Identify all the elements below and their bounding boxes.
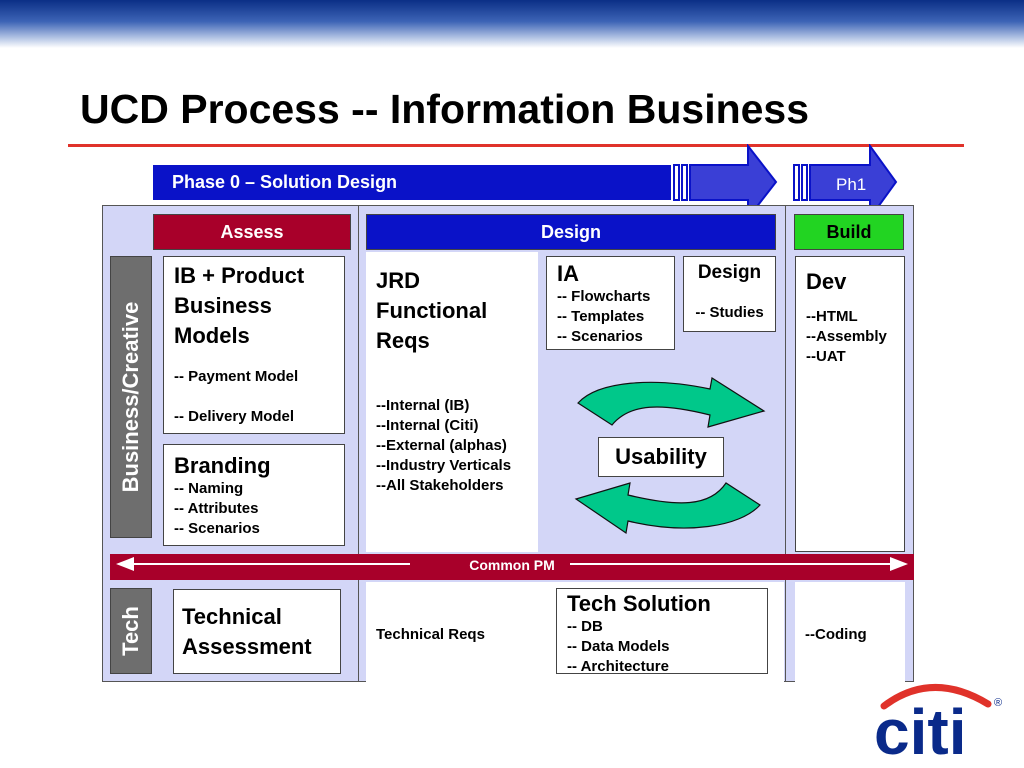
- jrd-item: --All Stakeholders: [376, 477, 504, 494]
- design-header: Design: [366, 214, 776, 250]
- tech-solution-item: -- Architecture: [567, 658, 669, 675]
- ia-box: IA -- Flowcharts -- Templates -- Scenari…: [546, 256, 675, 350]
- design-studies-item: -- Studies: [695, 304, 764, 321]
- branding-title: Branding: [174, 453, 271, 478]
- technical-reqs-label: Technical Reqs: [376, 626, 485, 643]
- tech-text: Tech: [118, 606, 143, 656]
- common-pm-left-arrowhead: [116, 557, 134, 571]
- ib-product-models-box: IB + Product Business Models -- Payment …: [163, 256, 345, 434]
- dev-item: --HTML: [806, 308, 858, 325]
- ib-item: -- Payment Model: [174, 368, 299, 385]
- design-studies-box: Design -- Studies: [683, 256, 776, 332]
- header-band: [0, 0, 1024, 48]
- common-pm-bar: [110, 554, 914, 580]
- business-creative-text: Business/Creative: [118, 301, 143, 493]
- coding-label: --Coding: [805, 626, 867, 643]
- tech-solution-box: Tech Solution -- DB -- Data Models -- Ar…: [556, 588, 768, 675]
- branding-item: -- Attributes: [174, 500, 259, 517]
- ib-title-line: Models: [174, 323, 250, 348]
- tech-build-bg: [795, 582, 905, 682]
- dev-item: --UAT: [806, 348, 846, 365]
- technical-assessment-line: Technical: [182, 604, 282, 629]
- usability-bottom-arrow: [574, 482, 761, 535]
- technical-assessment-line: Assessment: [182, 634, 312, 659]
- branding-box: Branding -- Naming -- Attributes -- Scen…: [163, 444, 345, 546]
- jrd-title-line: Reqs: [376, 328, 430, 353]
- tech-row-label: Tech: [110, 588, 152, 674]
- common-pm-label: Common PM: [469, 557, 555, 573]
- title-divider: [68, 144, 964, 147]
- phase-0-tail-segment: [673, 164, 680, 201]
- tech-solution-item: -- Data Models: [567, 638, 670, 655]
- ph1-label: Ph1: [836, 175, 867, 194]
- branding-item: -- Scenarios: [174, 520, 260, 537]
- jrd-title-line: JRD: [376, 268, 421, 293]
- ia-item: -- Scenarios: [557, 328, 643, 345]
- citi-logo: citi ®: [874, 684, 1002, 760]
- citi-logo-wordmark: citi: [874, 696, 966, 760]
- jrd-functional-reqs: JRD Functional Reqs --Internal (IB) --In…: [376, 266, 536, 496]
- phase-0-arrowhead: [689, 144, 778, 220]
- common-pm-right-arrowhead: [890, 557, 908, 571]
- design-studies-title: Design: [697, 262, 762, 283]
- ph1-arrow: [809, 144, 898, 220]
- ia-item: -- Templates: [557, 308, 645, 325]
- column-divider: [785, 205, 786, 682]
- dev-item: --Assembly: [806, 328, 887, 345]
- jrd-column-bg: [366, 252, 538, 552]
- usability-box: Usability: [598, 437, 724, 477]
- jrd-item: --Internal (IB): [376, 397, 470, 414]
- dev-box: Dev --HTML --Assembly --UAT: [795, 256, 905, 552]
- jrd-item: --Internal (Citi): [376, 417, 479, 434]
- jrd-item: --External (alphas): [376, 437, 507, 454]
- usability-top-arrow: [577, 377, 766, 428]
- assess-header: Assess: [153, 214, 351, 250]
- tech-solution-title: Tech Solution: [567, 591, 711, 616]
- technical-assessment-box: Technical Assessment: [173, 589, 341, 674]
- phase-0-bar: [153, 165, 671, 200]
- usability-cycle-arrows: [574, 377, 766, 535]
- jrd-item: --Industry Verticals: [376, 457, 512, 474]
- ph1-tail-segment: [801, 164, 808, 201]
- jrd-title-line: Functional: [376, 298, 488, 323]
- dev-title: Dev: [806, 269, 847, 294]
- common-pm-arrows: [116, 557, 908, 571]
- branding-item: -- Naming: [174, 480, 244, 497]
- business-creative-row-label: Business/Creative: [110, 256, 152, 538]
- phase-0-label: Phase 0 – Solution Design: [172, 172, 398, 192]
- phase-arrows: [673, 144, 898, 220]
- ph1-tail-segment: [793, 164, 800, 201]
- ia-title: IA: [557, 261, 579, 286]
- citi-logo-trademark: ®: [994, 697, 1002, 709]
- slide-title: UCD Process -- Information Business: [80, 86, 810, 132]
- build-header: Build: [794, 214, 904, 250]
- citi-logo-arc: [880, 684, 992, 710]
- ib-title-line: Business: [174, 293, 272, 318]
- phase-0-tail-segment: [681, 164, 688, 201]
- ia-item: -- Flowcharts: [557, 288, 651, 305]
- tech-solution-item: -- DB: [567, 618, 603, 635]
- column-divider: [358, 205, 359, 682]
- ib-item: -- Delivery Model: [174, 408, 295, 425]
- ib-title-line: IB + Product: [174, 263, 305, 288]
